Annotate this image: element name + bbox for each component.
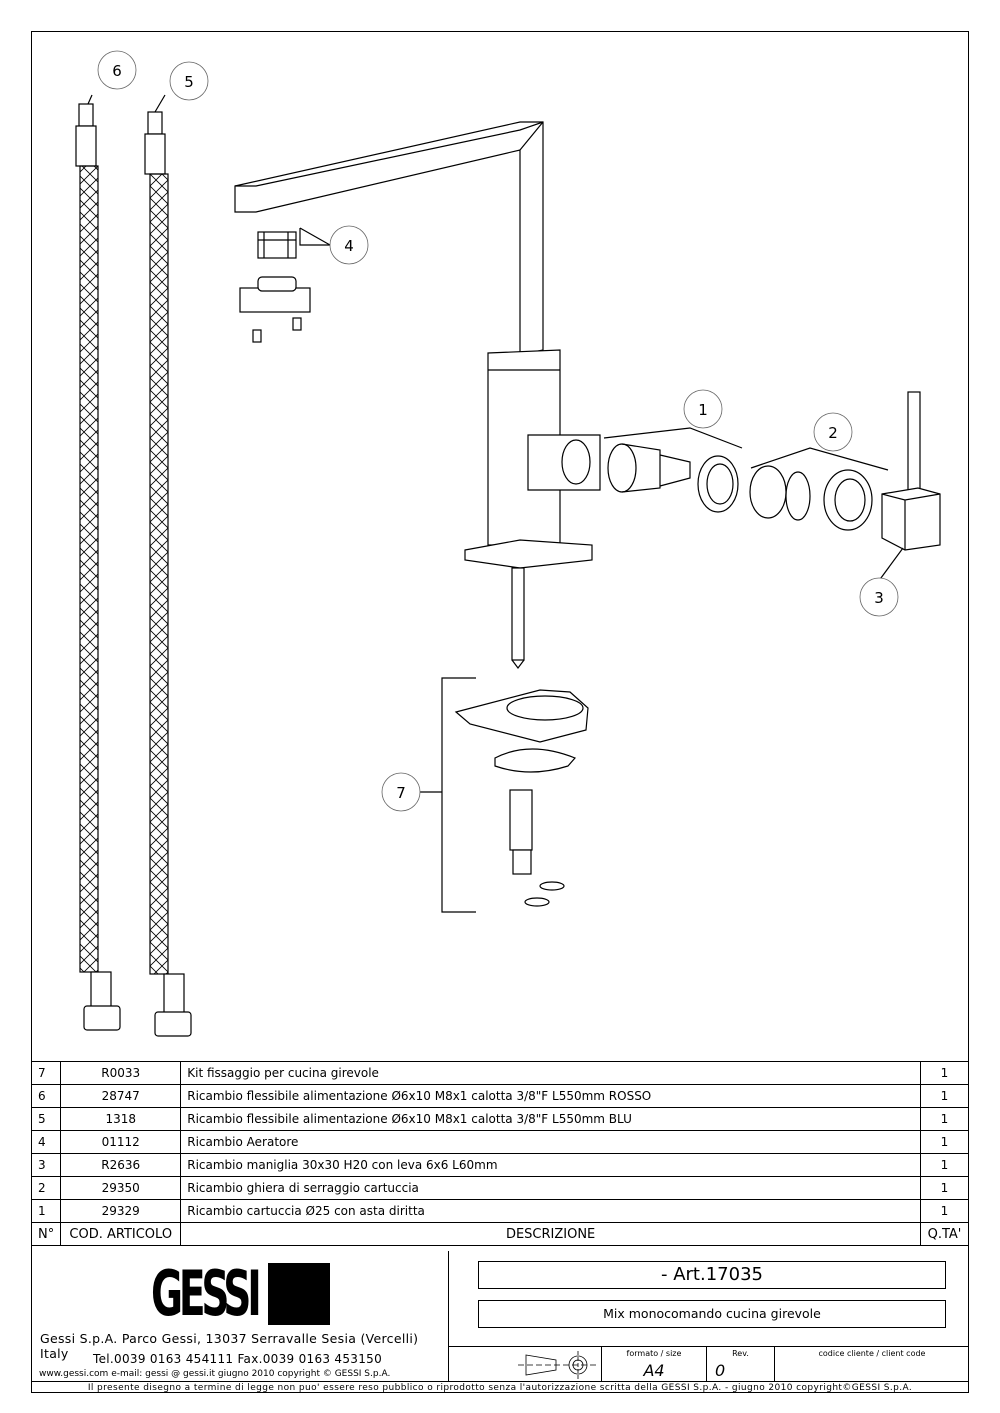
- cartridge-item1: [607, 443, 739, 513]
- title-block: GESSI Gessi S.p.A. Parco Gessi, 13037 Se…: [31, 1251, 969, 1382]
- part-description: Ricambio flessibile alimentazione Ø6x10 …: [180, 1107, 921, 1131]
- client-code-cell: codice cliente / client code: [774, 1347, 969, 1382]
- callout-1: 1: [698, 401, 708, 419]
- part-number: 7: [30, 1061, 62, 1085]
- hose-red-item6: [75, 103, 121, 1031]
- header-code: COD. ARTICOLO: [60, 1222, 182, 1246]
- article-number: - Art.17035: [478, 1261, 946, 1289]
- exploded-view-drawing: 6 5 4 1 2 3 7: [75, 50, 941, 1037]
- part-description: Ricambio Aeratore: [180, 1130, 921, 1154]
- projection-symbol: [448, 1347, 601, 1382]
- part-description: Kit fissaggio per cucina girevole: [180, 1061, 921, 1085]
- drawing-info-row: formato / size A4 Rev. 0 codice cliente …: [448, 1346, 969, 1382]
- part-quantity: 1: [920, 1084, 969, 1108]
- format-cell: formato / size A4: [601, 1347, 706, 1382]
- part-quantity: 1: [920, 1176, 969, 1200]
- projection-icon: [518, 1351, 598, 1379]
- logo-square: [268, 1263, 330, 1325]
- part-description: Ricambio flessibile alimentazione Ø6x10 …: [180, 1084, 921, 1108]
- format-label: formato / size: [626, 1349, 682, 1358]
- part-number: 1: [30, 1199, 62, 1223]
- company-contacts: www.gessi.com e-mail: gessi @ gessi.it g…: [39, 1369, 391, 1379]
- part-description: Ricambio maniglia 30x30 H20 con leva 6x6…: [180, 1153, 921, 1177]
- part-quantity: 1: [920, 1153, 969, 1177]
- format-value: A4: [643, 1361, 665, 1380]
- part-number: 6: [30, 1084, 62, 1108]
- part-code: 29329: [60, 1199, 182, 1223]
- mounting-kit-item7: [441, 677, 589, 913]
- part-code: 1318: [60, 1107, 182, 1131]
- part-description: Ricambio ghiera di serraggio cartuccia: [180, 1176, 921, 1200]
- part-number: 5: [30, 1107, 62, 1131]
- part-code: 28747: [60, 1084, 182, 1108]
- company-phone: Tel.0039 0163 454111 Fax.0039 0163 45315…: [93, 1352, 383, 1366]
- callout-7: 7: [396, 784, 406, 802]
- company-info: GESSI Gessi S.p.A. Parco Gessi, 13037 Se…: [31, 1251, 449, 1381]
- ring-nut-item2: [749, 465, 873, 531]
- part-number: 2: [30, 1176, 62, 1200]
- part-number: 4: [30, 1130, 62, 1154]
- part-code: R0033: [60, 1061, 182, 1085]
- part-quantity: 1: [920, 1061, 969, 1085]
- part-quantity: 1: [920, 1199, 969, 1223]
- header-quantity: Q.TA': [920, 1222, 969, 1246]
- legal-footer: Il presente disegno a termine di legge n…: [31, 1381, 969, 1394]
- part-code: 29350: [60, 1176, 182, 1200]
- revision-value: 0: [715, 1361, 726, 1380]
- part-code: 01112: [60, 1130, 182, 1154]
- part-code: R2636: [60, 1153, 182, 1177]
- revision-label: Rev.: [732, 1349, 749, 1358]
- aerator-item4: [239, 231, 311, 343]
- part-description: Ricambio cartuccia Ø25 con asta diritta: [180, 1199, 921, 1223]
- callout-4: 4: [344, 237, 354, 255]
- gessi-logo: GESSI: [151, 1257, 262, 1330]
- revision-cell: Rev. 0: [706, 1347, 774, 1382]
- client-code-label: codice cliente / client code: [818, 1349, 926, 1358]
- callout-6: 6: [112, 62, 122, 80]
- hose-blue-item5: [144, 111, 192, 1037]
- part-quantity: 1: [920, 1107, 969, 1131]
- faucet-body: [234, 121, 601, 669]
- callout-3: 3: [874, 589, 884, 607]
- part-quantity: 1: [920, 1130, 969, 1154]
- callout-2: 2: [828, 424, 838, 442]
- parts-list-header: N° COD. ARTICOLO DESCRIZIONE Q.TA': [30, 1222, 969, 1246]
- product-name: Mix monocomando cucina girevole: [478, 1300, 946, 1328]
- header-description: DESCRIZIONE: [180, 1222, 921, 1246]
- header-number: N°: [30, 1222, 62, 1246]
- callout-5: 5: [184, 73, 194, 91]
- part-number: 3: [30, 1153, 62, 1177]
- company-address: Gessi S.p.A. Parco Gessi, 13037 Serraval…: [40, 1331, 419, 1361]
- drawing-frame: [31, 31, 969, 1393]
- handle-item3: [881, 391, 941, 551]
